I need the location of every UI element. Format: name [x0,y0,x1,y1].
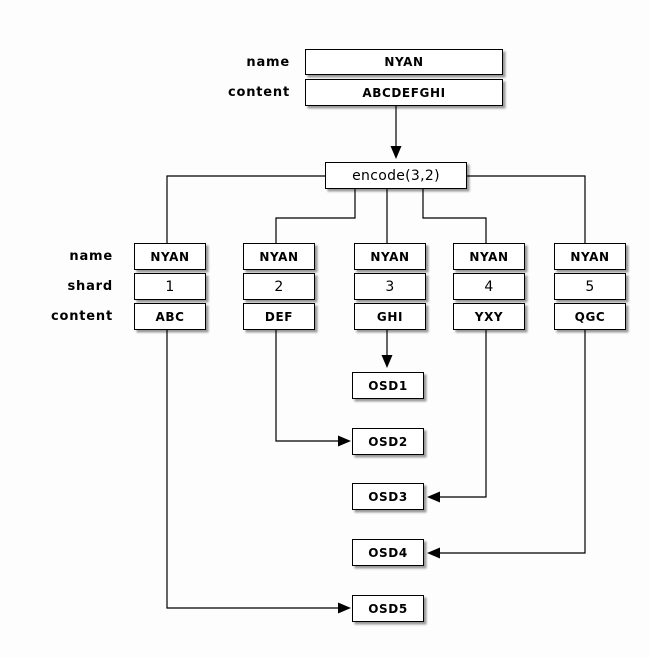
edge-shard4-to-osd3 [440,330,487,498]
osd2-box: OSD2 [352,428,424,455]
edge-shard5-to-osd4-arrowhead [427,547,440,559]
edge-shard3-to-osd1-arrowhead [381,355,393,368]
osd5-box: OSD5 [352,595,424,622]
shard3-name-box: NYAN [354,243,426,270]
edge-shard2-to-osd2-arrowhead [338,435,351,447]
shard2-number-box: 2 [243,273,315,300]
edge-shard1-to-osd5-arrowhead [338,602,351,614]
encode-box: encode(3,2) [325,162,467,189]
edge-content-to-encode-arrowhead [390,146,402,159]
shard4-number-box: 4 [453,273,525,300]
shard5-content-box: QGC [554,303,626,330]
shard-row-name-label: name [69,249,113,264]
osd1-box: OSD1 [352,372,424,399]
object-content-label: content [228,85,290,100]
shard5-number-box: 5 [554,273,626,300]
shard-row-shard-label: shard [67,279,113,294]
edge-shard1-to-osd5 [166,330,338,609]
shard1-number-box: 1 [134,273,206,300]
osd4-box: OSD4 [352,539,424,566]
object-name-label: name [246,54,290,70]
edge-encode-to-shard2 [275,189,356,243]
shard3-number-box: 3 [354,273,426,300]
edge-shard2-to-osd2 [275,330,338,442]
osd3-box: OSD3 [352,483,424,510]
edge-shard4-to-osd3-arrowhead [427,491,440,503]
edge-encode-to-shard5 [467,175,586,243]
edge-encode-to-shard1 [166,175,325,243]
shard5-name-box: NYAN [554,243,626,270]
shard1-name-box: NYAN [134,243,206,270]
shard3-content-box: GHI [354,303,426,330]
object-name-box: NYAN [305,49,503,75]
shard2-content-box: DEF [243,303,315,330]
object-content-box: ABCDEFGHI [305,79,503,106]
shard4-name-box: NYAN [453,243,525,270]
shard2-name-box: NYAN [243,243,315,270]
edge-shard5-to-osd4 [440,330,586,554]
edge-encode-to-shard4 [422,189,487,243]
shard1-content-box: ABC [134,303,206,330]
shard4-content-box: YXY [453,303,525,330]
shard-row-content-label: content [51,309,113,324]
